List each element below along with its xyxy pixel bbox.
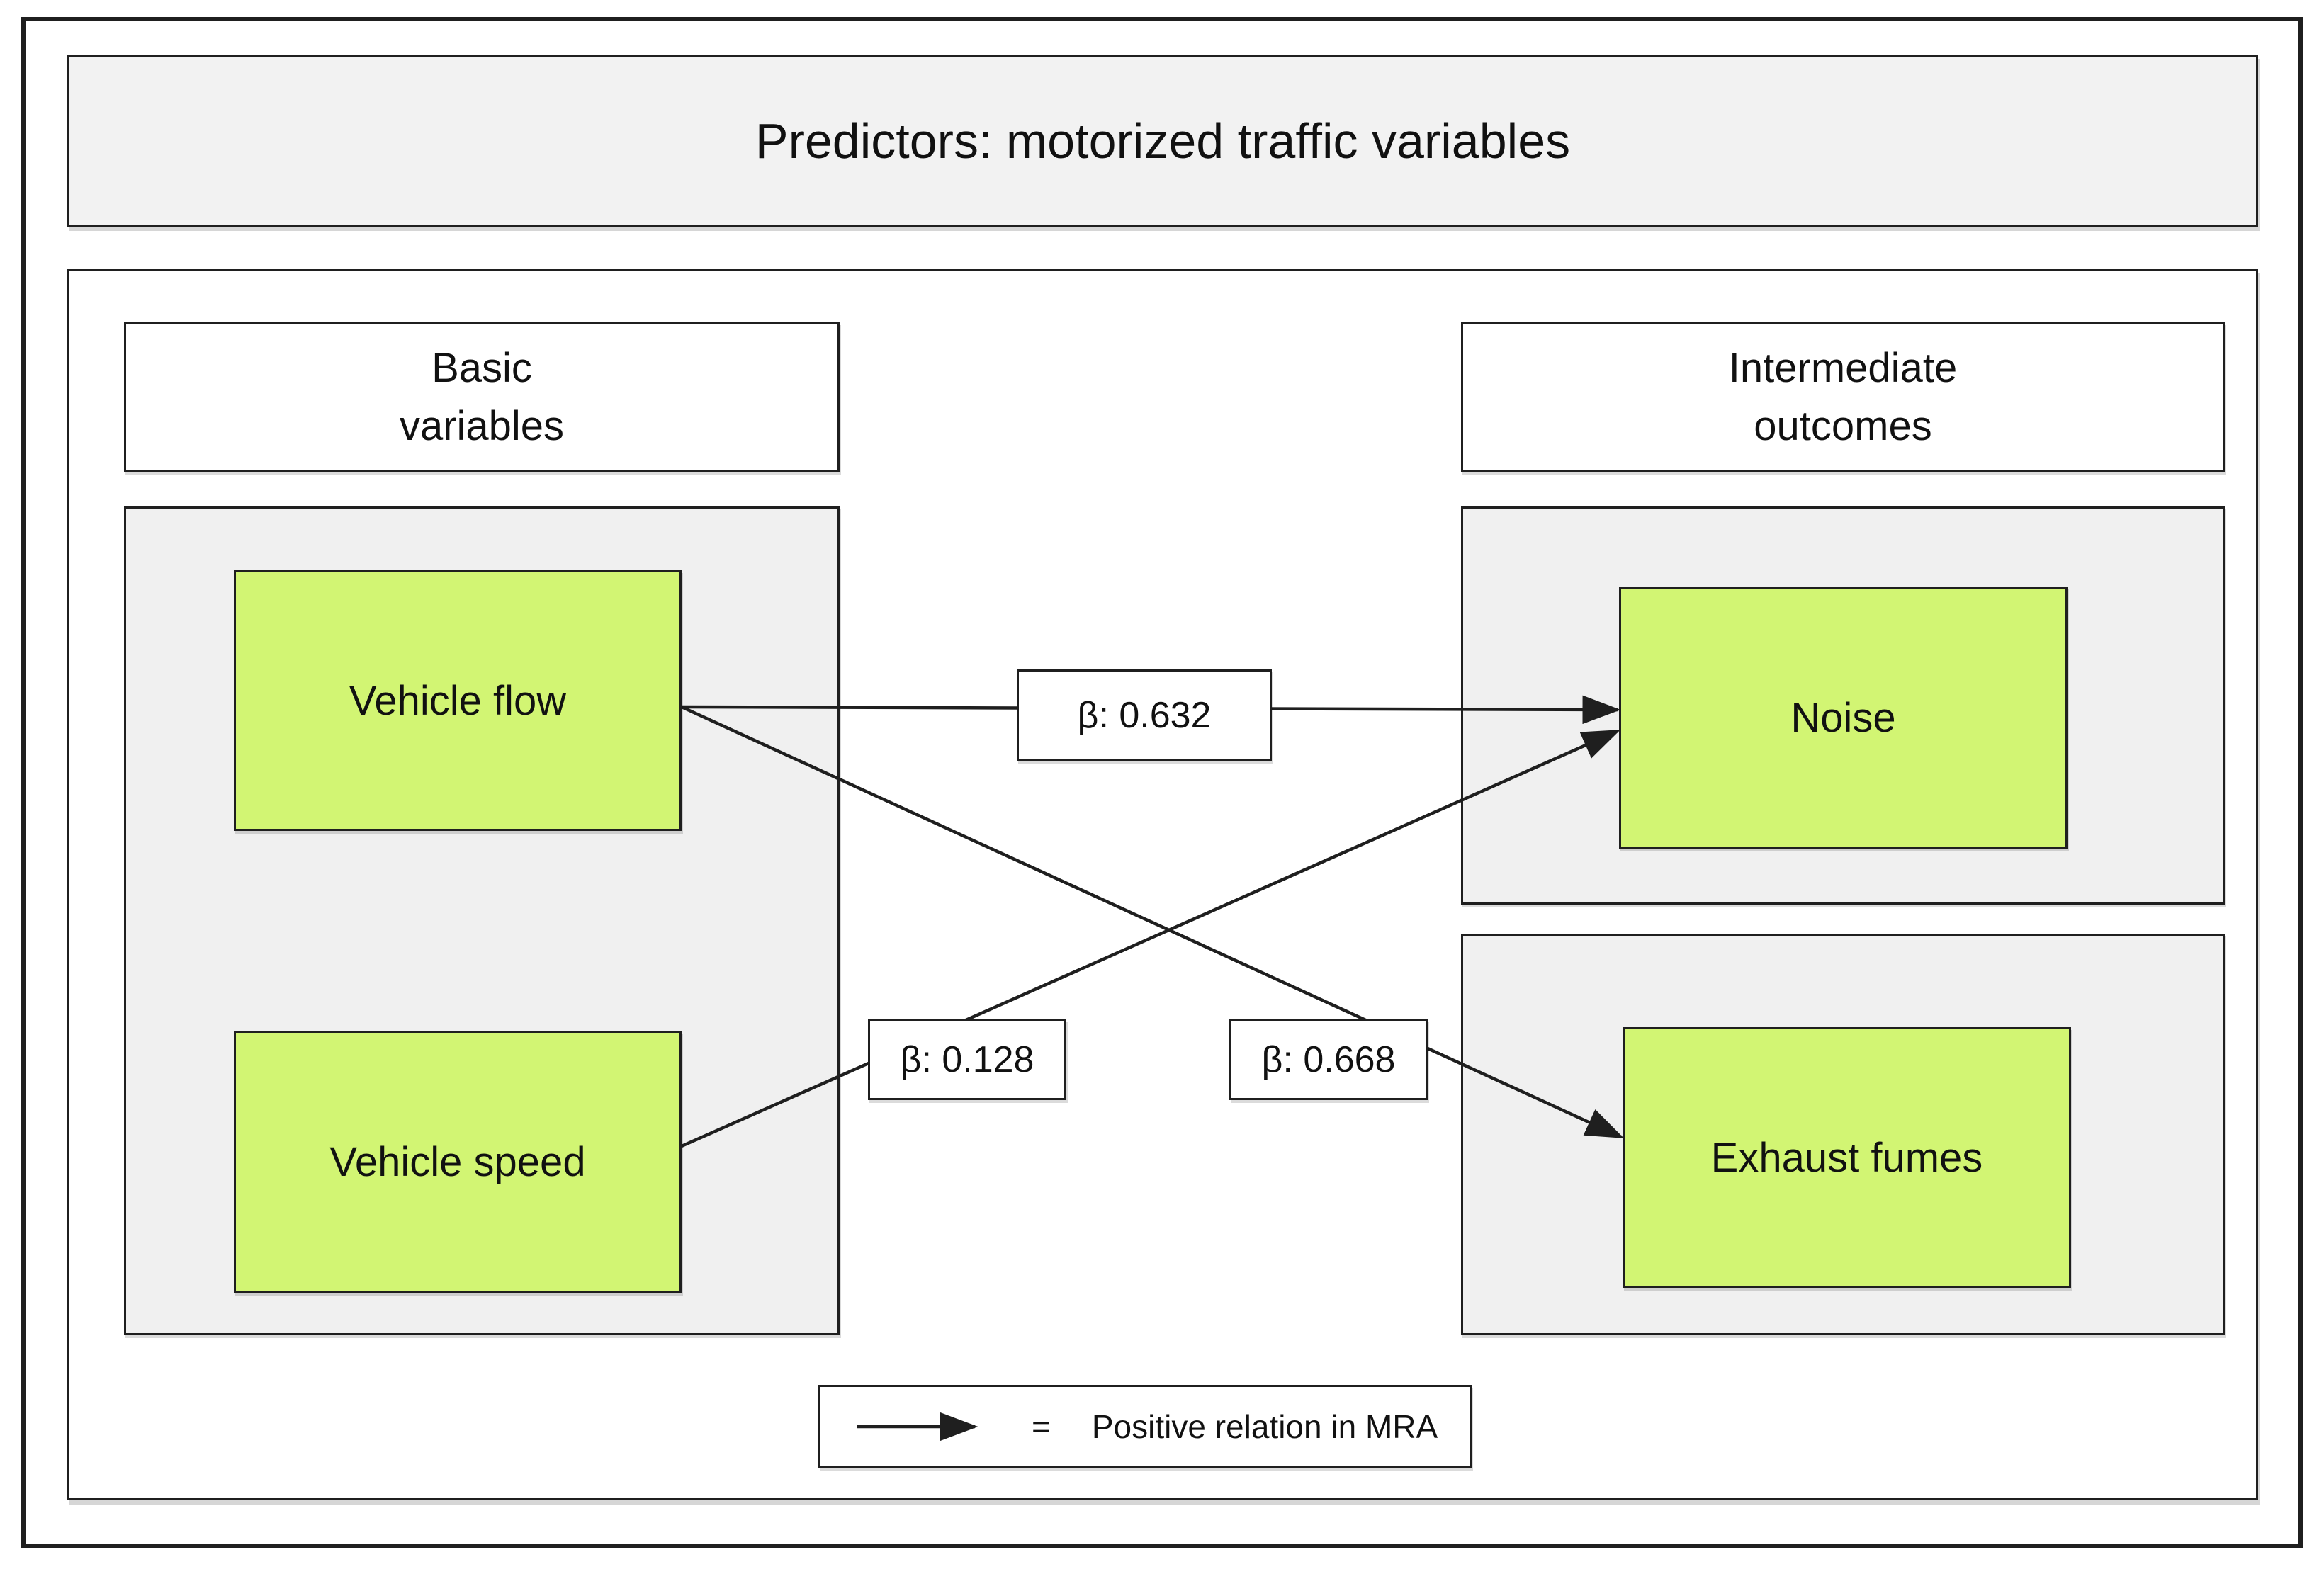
beta-value: β: 0.632 (1077, 695, 1212, 736)
legend-arrow-icon (857, 1412, 978, 1441)
node-vehicle-speed: Vehicle speed (234, 1031, 682, 1293)
node-noise: Noise (1619, 587, 2068, 849)
legend-equals: = (1032, 1408, 1051, 1445)
title-bar: Predictors: motorized traffic variables (67, 55, 2258, 227)
legend-label: Positive relation in MRA (1091, 1408, 1438, 1445)
header-line: outcomes (1754, 403, 1932, 449)
node-label: Vehicle speed (329, 1138, 586, 1185)
node-label: Vehicle flow (349, 677, 567, 724)
intermediate-outcomes-header: Intermediate outcomes (1461, 322, 2225, 472)
node-label: Exhaust fumes (1710, 1134, 1983, 1181)
basic-variables-header: Basic variables (124, 322, 840, 472)
node-label: Noise (1790, 694, 1896, 741)
intermediate-outcomes-header-text: Intermediate outcomes (1729, 339, 1957, 456)
beta-value: β: 0.128 (900, 1039, 1034, 1080)
beta-value: β: 0.668 (1261, 1039, 1396, 1080)
outer-frame (21, 17, 2303, 1548)
edge-label-speed-noise: β: 0.128 (868, 1019, 1066, 1100)
header-line: variables (399, 403, 565, 449)
node-vehicle-flow: Vehicle flow (234, 570, 682, 831)
figure-title: Predictors: motorized traffic variables (755, 113, 1571, 169)
header-line: Intermediate (1728, 344, 1958, 391)
edge-label-flow-noise: β: 0.632 (1017, 669, 1272, 761)
edge-label-flow-exhaust: β: 0.668 (1229, 1019, 1428, 1100)
header-line: Basic (431, 344, 532, 391)
legend: = Positive relation in MRA (818, 1385, 1472, 1468)
node-exhaust-fumes: Exhaust fumes (1623, 1027, 2071, 1288)
basic-variables-header-text: Basic variables (400, 339, 564, 456)
